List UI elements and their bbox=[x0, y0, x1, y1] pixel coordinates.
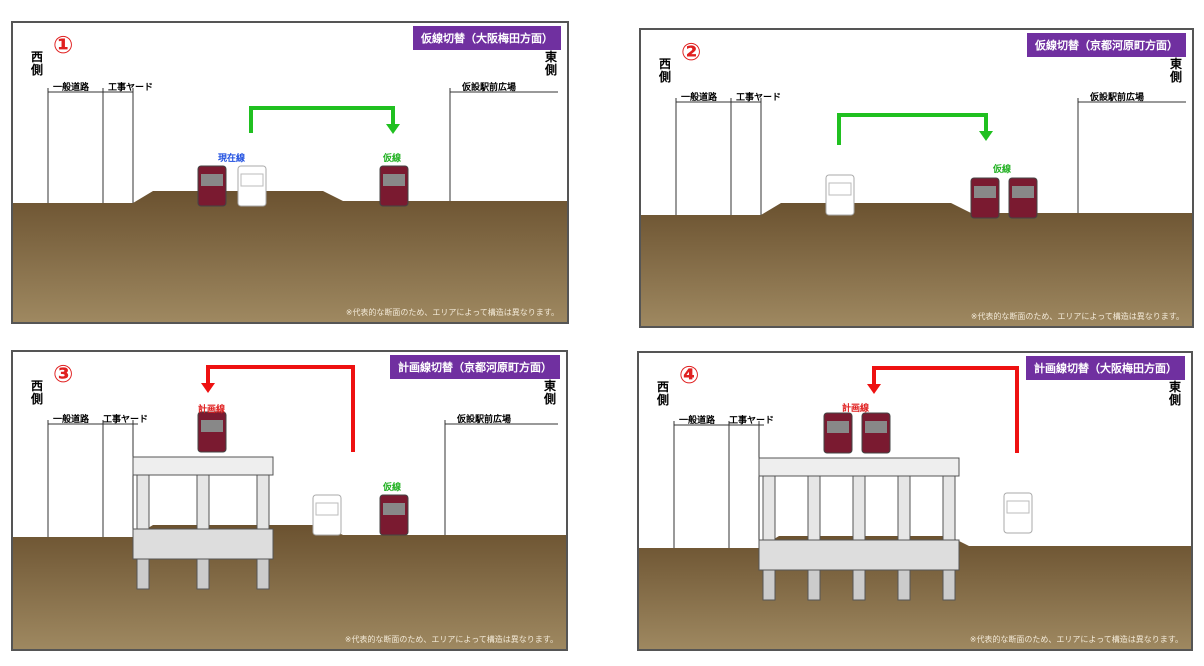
pile bbox=[942, 569, 956, 601]
track-label: 計画線 bbox=[842, 404, 870, 414]
switch-arrow bbox=[837, 113, 988, 145]
disclaimer-note: ※代表的な断面のため、エリアによって構造は異なります。 bbox=[970, 312, 1184, 321]
track-label: 仮線 bbox=[993, 165, 1012, 175]
cross-section-illustration bbox=[639, 366, 1191, 649]
dimension-label: 仮設駅前広場 bbox=[1090, 93, 1145, 103]
arrow-head bbox=[386, 124, 400, 134]
train-window bbox=[974, 186, 996, 198]
viaduct-footing bbox=[758, 539, 960, 571]
arrow-head bbox=[867, 384, 881, 394]
east-side-label: 東側 bbox=[1169, 380, 1182, 407]
dimension-label: 一般道路 bbox=[679, 416, 716, 426]
dimension-label: 一般道路 bbox=[681, 93, 718, 103]
panel-step-4: ④ 計画線切替（大阪梅田方面） 西側 東側一般道路 工事ヤード 計画線 ※代表的な断面のため… bbox=[637, 351, 1193, 651]
dimension-label: 工事ヤード bbox=[729, 416, 775, 426]
train-window bbox=[201, 420, 223, 432]
ground bbox=[13, 191, 567, 322]
cross-section-illustration bbox=[13, 88, 567, 322]
viaduct-pier bbox=[942, 475, 956, 541]
train-window bbox=[383, 503, 405, 515]
ground bbox=[641, 203, 1192, 326]
arrow-head bbox=[201, 383, 215, 393]
track-label: 仮線 bbox=[383, 483, 402, 493]
dimension-label: 仮設駅前広場 bbox=[457, 415, 512, 425]
step-number: ① bbox=[53, 31, 74, 59]
pile bbox=[762, 569, 776, 601]
pile bbox=[852, 569, 866, 601]
dimension-label: 工事ヤード bbox=[108, 83, 154, 93]
step-title-badge: 仮線切替（京都河原町方面） bbox=[1027, 33, 1186, 57]
east-side-label: 東側 bbox=[1170, 57, 1183, 84]
west-side-label: 西側 bbox=[31, 50, 44, 77]
panel-step-1: ① 仮線切替（大阪梅田方面） 西側 東側一般道路 工事ヤード 仮設駅前広場現在線 仮線 ※代表… bbox=[11, 21, 569, 324]
pile bbox=[136, 558, 150, 590]
viaduct-pier bbox=[256, 474, 270, 530]
train-window bbox=[865, 421, 887, 433]
panel-step-2: ② 仮線切替（京都河原町方面） 西側 東側一般道路 工事ヤード 仮設駅前広場仮線 ※代表的な… bbox=[639, 28, 1194, 328]
step-number: ② bbox=[681, 38, 702, 66]
cross-section-illustration bbox=[641, 98, 1192, 326]
train-window bbox=[1006, 500, 1030, 514]
viaduct-deck bbox=[132, 456, 274, 476]
disclaimer-note: ※代表的な断面のため、エリアによって構造は異なります。 bbox=[969, 635, 1183, 644]
dimension-label: 仮設駅前広場 bbox=[462, 83, 517, 93]
train-window bbox=[315, 502, 339, 516]
arrow-head bbox=[979, 131, 993, 141]
track-label: 仮線 bbox=[383, 154, 402, 164]
ground bbox=[13, 525, 566, 649]
dimension-label: 一般道路 bbox=[53, 415, 90, 425]
track-label: 計画線 bbox=[198, 405, 226, 415]
disclaimer-note: ※代表的な断面のため、エリアによって構造は異なります。 bbox=[345, 308, 559, 317]
train-window bbox=[827, 421, 849, 433]
west-side-label: 西側 bbox=[657, 380, 670, 407]
pile bbox=[196, 558, 210, 590]
dimension-label: 工事ヤード bbox=[736, 93, 782, 103]
step-title-badge: 仮線切替（大阪梅田方面） bbox=[413, 26, 561, 50]
pile bbox=[256, 558, 270, 590]
train-window bbox=[1012, 186, 1034, 198]
train-window bbox=[201, 174, 223, 186]
dimension-label: 工事ヤード bbox=[103, 415, 149, 425]
pile bbox=[807, 569, 821, 601]
west-side-label: 西側 bbox=[31, 379, 44, 406]
track-label: 現在線 bbox=[218, 154, 246, 164]
east-side-label: 東側 bbox=[544, 379, 557, 406]
west-side-label: 西側 bbox=[659, 57, 672, 84]
step-title-badge: 計画線切替（大阪梅田方面） bbox=[1026, 356, 1185, 380]
viaduct-pier bbox=[852, 475, 866, 541]
panel-step-3: ③ 計画線切替（京都河原町方面） 西側 東側一般道路 工事ヤード 仮設駅前広場 計画線仮線 ※… bbox=[11, 350, 568, 651]
viaduct-pier bbox=[762, 475, 776, 541]
viaduct-footing bbox=[132, 528, 274, 560]
cross-section-illustration bbox=[13, 365, 566, 649]
train-window bbox=[383, 174, 405, 186]
switch-arrow bbox=[206, 365, 355, 452]
step-title-badge: 計画線切替（京都河原町方面） bbox=[390, 355, 560, 379]
disclaimer-note: ※代表的な断面のため、エリアによって構造は異なります。 bbox=[344, 635, 558, 644]
viaduct-pier bbox=[136, 474, 150, 530]
step-number: ④ bbox=[679, 361, 700, 389]
viaduct-pier bbox=[807, 475, 821, 541]
switch-arrow bbox=[249, 106, 395, 133]
train-window bbox=[828, 182, 852, 196]
viaduct-deck bbox=[758, 457, 960, 477]
switch-arrow bbox=[872, 366, 1019, 453]
east-side-label: 東側 bbox=[545, 50, 558, 77]
dimension-label: 一般道路 bbox=[53, 83, 90, 93]
pile bbox=[897, 569, 911, 601]
step-number: ③ bbox=[53, 360, 74, 388]
viaduct-pier bbox=[196, 474, 210, 530]
viaduct-pier bbox=[897, 475, 911, 541]
train-window bbox=[240, 173, 264, 187]
